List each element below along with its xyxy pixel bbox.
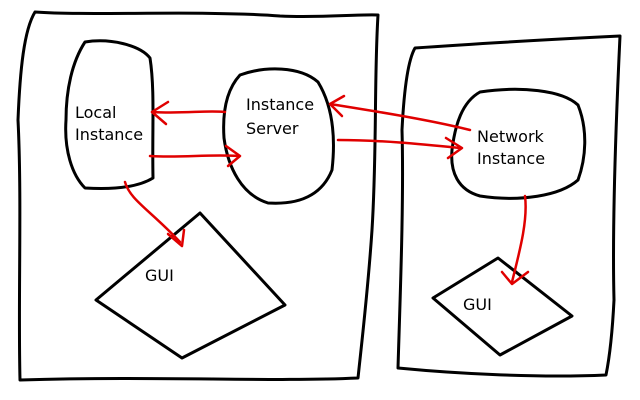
network-instance-label-line1: Network — [477, 127, 545, 146]
network-instance-shape — [450, 87, 587, 200]
arrow-network-to-server-head — [328, 94, 346, 118]
arrow-server-to-network-head — [444, 136, 464, 160]
arrow-network-to-gui-head — [500, 270, 530, 286]
arrow-local-to-server-head — [224, 144, 242, 168]
network-instance-label-line2: Instance — [477, 149, 545, 168]
instance-server-label-line2: Server — [246, 119, 299, 138]
local-instance-label-line1: Local — [75, 103, 116, 122]
local-instance-label-line2: Instance — [75, 125, 143, 144]
left-machine-box — [16, 10, 380, 382]
right-machine-box — [396, 34, 622, 378]
arrow-local-to-gui-head — [166, 228, 186, 248]
arrow-server-to-local — [150, 110, 227, 114]
instance-server-shape — [222, 67, 335, 205]
arrow-network-to-server — [328, 102, 472, 132]
arrow-server-to-network — [336, 138, 462, 150]
arrow-server-to-local-head — [150, 100, 170, 126]
gui-right-shape — [431, 256, 574, 357]
instance-server-label-line1: Instance — [246, 95, 314, 114]
gui-left-label: GUI — [145, 266, 174, 285]
arrow-local-to-server — [148, 154, 240, 158]
arrow-network-to-gui — [510, 194, 527, 284]
arrow-local-to-gui — [123, 180, 182, 244]
gui-right-label: GUI — [463, 295, 492, 314]
local-instance-shape — [64, 39, 155, 190]
gui-left-shape — [94, 211, 287, 360]
